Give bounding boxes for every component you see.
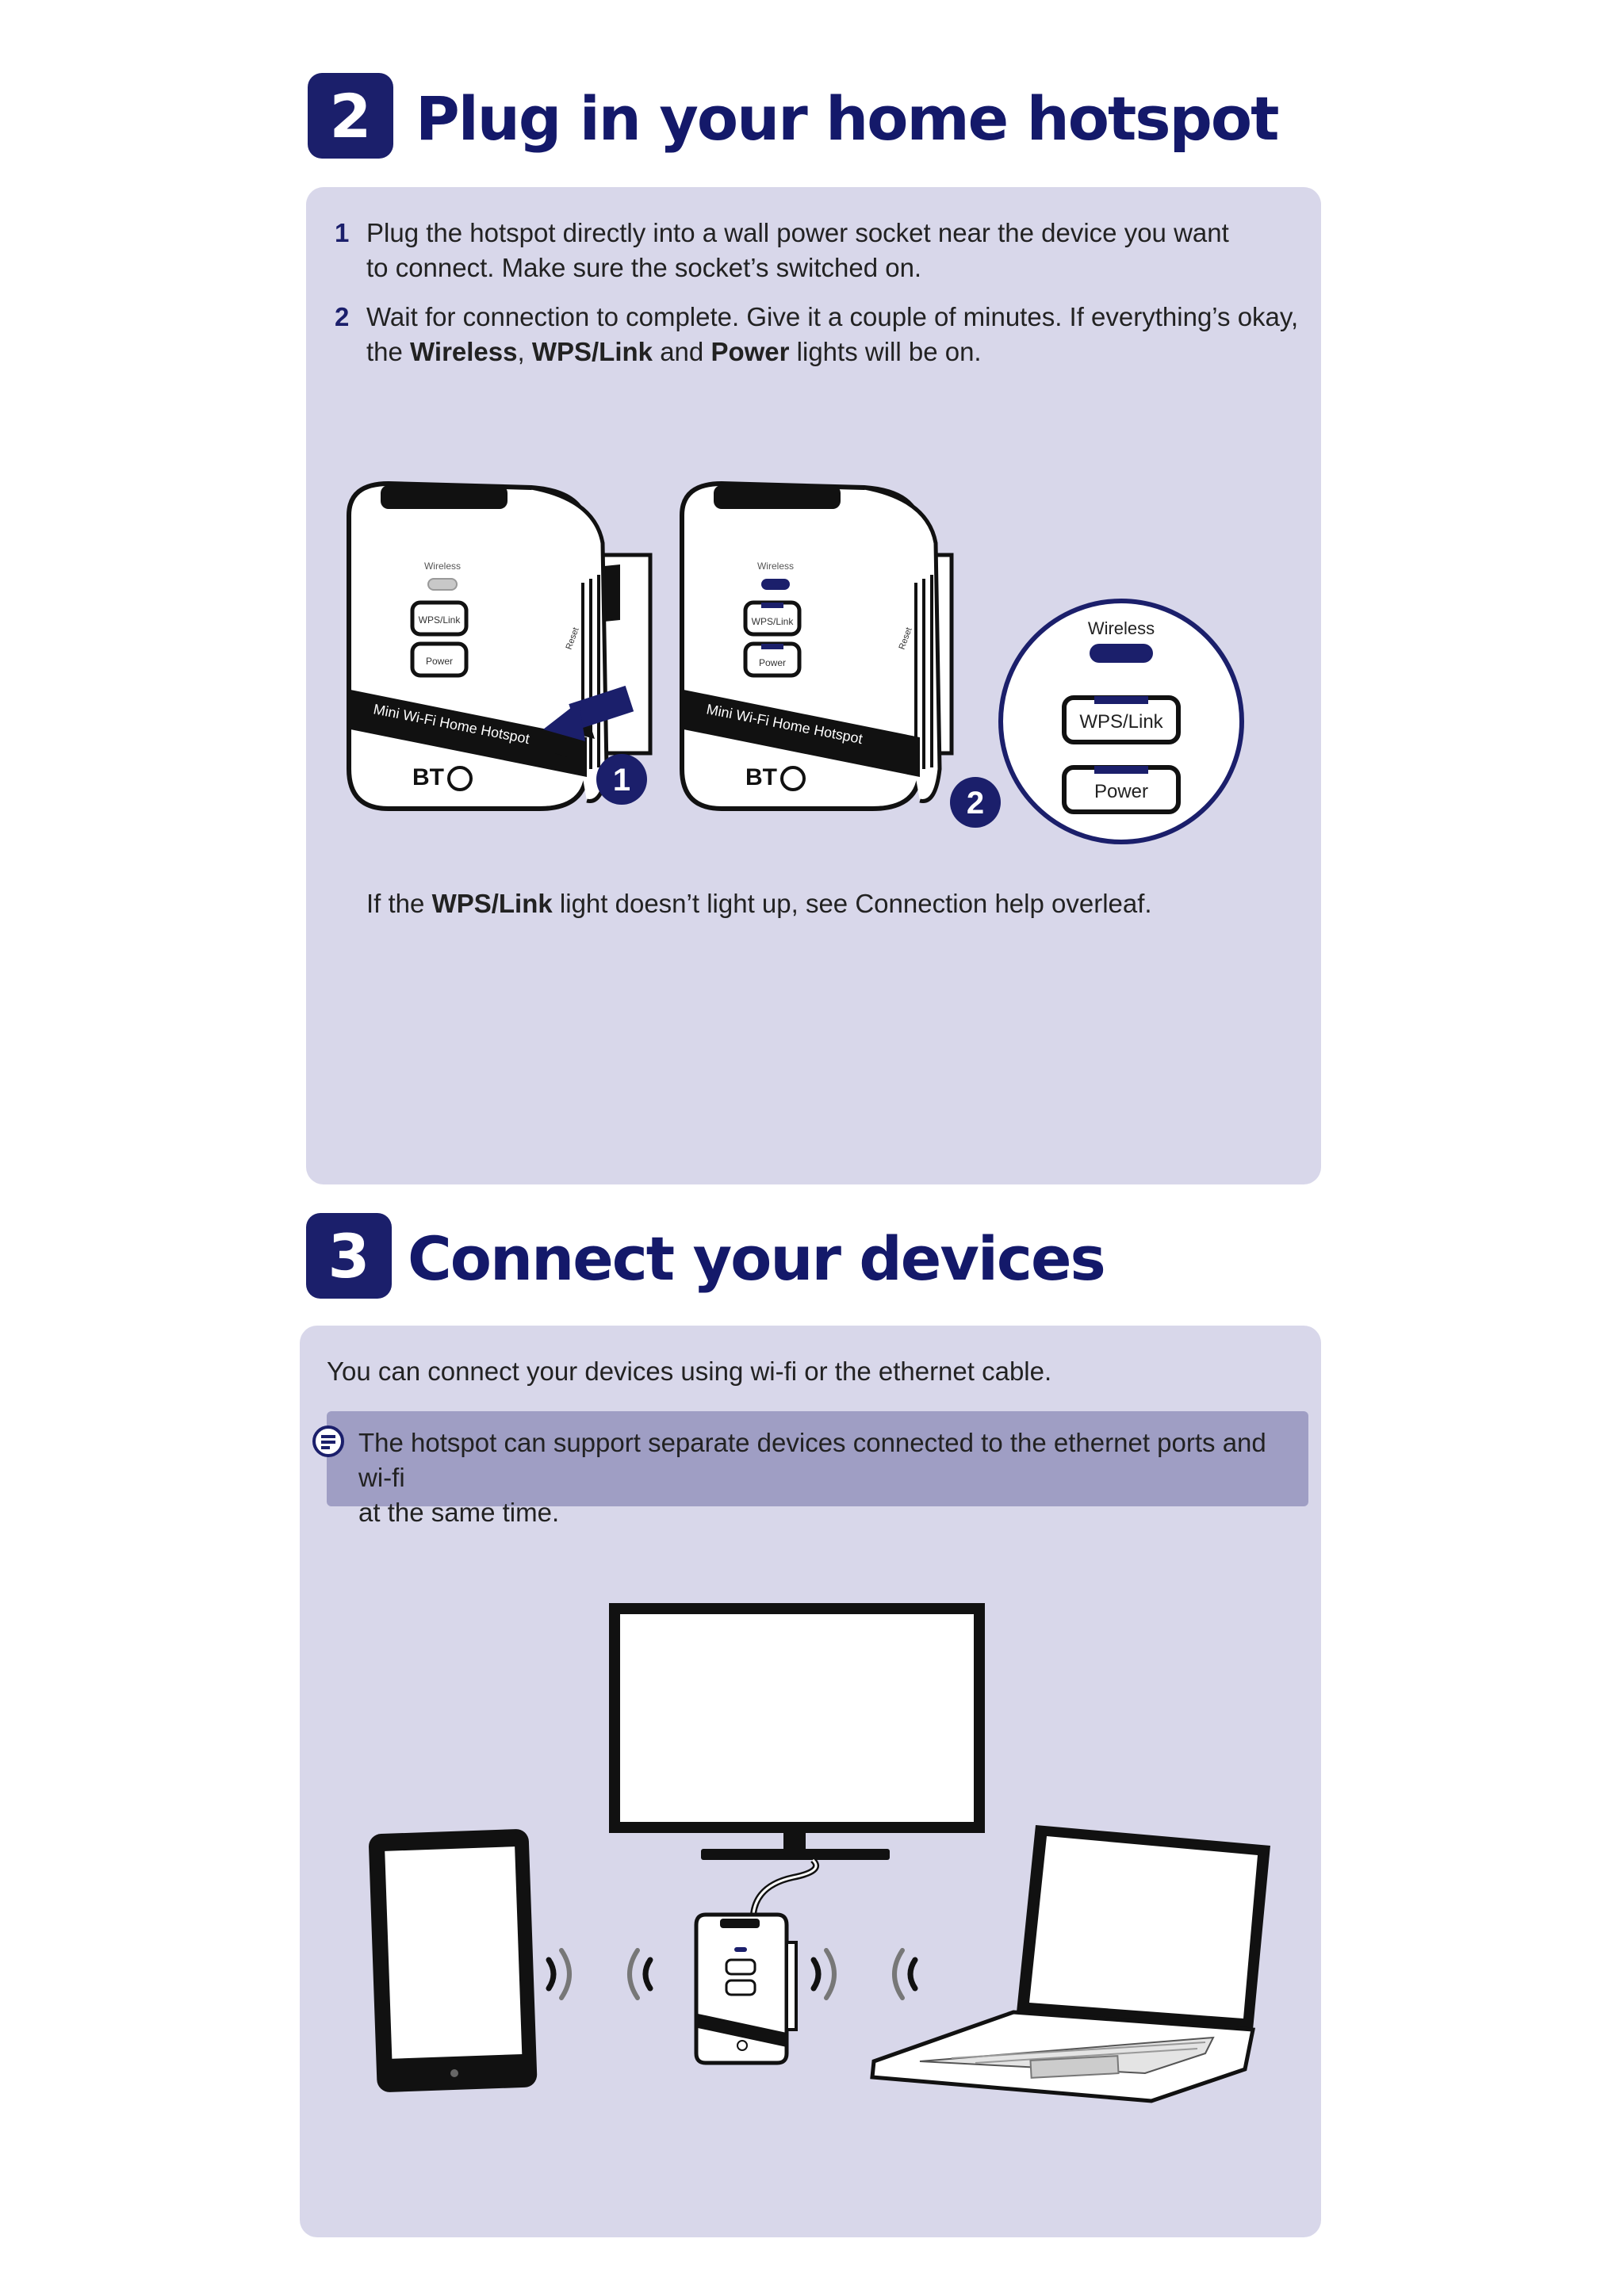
footnote-pre: If the	[366, 889, 432, 918]
step-2-line-2-pre: the	[366, 337, 411, 366]
wifi-wave-icon	[810, 1948, 918, 2000]
step-2-text: Wait for connection to complete. Give it…	[366, 300, 1310, 369]
device2-wps-label: WPS/Link	[752, 616, 795, 627]
section-2-title: Plug in your home hotspot	[416, 83, 1279, 154]
wireless-light-off	[427, 578, 458, 591]
step-2-line-2-post: lights will be on.	[789, 337, 982, 366]
zoom-wireless-light	[1090, 644, 1153, 663]
callout-2: 2	[967, 786, 984, 821]
note-text: The hotspot can support separate devices…	[358, 1425, 1294, 1530]
device1-wps-button	[410, 600, 469, 637]
note-line-1: The hotspot can support separate devices…	[358, 1428, 1266, 1492]
device1-wireless-label: Wireless	[424, 561, 461, 572]
hotspot-device-3	[694, 1912, 798, 2065]
device1-bt-logo: BT	[412, 764, 444, 790]
device1-power-button	[410, 641, 469, 678]
tv-illustration	[609, 1603, 985, 1860]
section-3-intro: You can connect your devices using wi-fi…	[327, 1357, 1052, 1386]
step-2-number-list: 2	[335, 302, 350, 331]
device2-wireless-label: Wireless	[757, 561, 794, 572]
wireless-light-on	[761, 579, 790, 590]
step-2-number: 2	[329, 80, 372, 151]
bold-wireless: Wireless	[410, 337, 518, 366]
step-2-sep-1: ,	[517, 337, 532, 366]
device2-power-label: Power	[759, 657, 786, 668]
step-1-line-2: to connect. Make sure the socket’s switc…	[366, 253, 922, 282]
insert-arrow	[543, 685, 634, 757]
note-band	[327, 1411, 1308, 1506]
wps-footnote: If the WPS/Link light doesn’t light up, …	[366, 886, 1152, 921]
callout-1-circle	[596, 754, 647, 805]
callout-2-circle	[950, 777, 1001, 828]
callout-1: 1	[613, 763, 630, 798]
step-2-line-1: Wait for connection to complete. Give it…	[366, 302, 1299, 331]
bold-wps-link: WPS/Link	[531, 337, 653, 366]
note-icon	[312, 1425, 344, 1457]
device2-bt-logo: BT	[745, 764, 777, 790]
device1-wps-label: WPS/Link	[419, 614, 462, 626]
step-1-number: 1	[335, 218, 350, 247]
footnote-post: light doesn’t light up, see Connection h…	[552, 889, 1152, 918]
zoom-wps-label: WPS/Link	[1079, 711, 1163, 733]
footnote-bold: WPS/Link	[431, 889, 553, 918]
laptop-illustration	[870, 1825, 1270, 2103]
step-1-line-1: Plug the hotspot directly into a wall po…	[366, 218, 1229, 247]
tablet-illustration	[369, 1829, 538, 2092]
bold-power: Power	[710, 337, 790, 366]
hotspot-device-1: Wireless WPS/Link Power Reset Mini Wi-Fi…	[347, 480, 609, 811]
device1-power-label: Power	[426, 656, 453, 667]
lights-zoom-callout: Wireless WPS/Link Power	[998, 599, 1244, 844]
step-3-badge: 3	[306, 1213, 392, 1299]
hotspot-device-2: Wireless WPS/Link Power Reset Mini Wi-Fi…	[680, 480, 942, 811]
connect-devices-illustration	[369, 1603, 1270, 2103]
zoom-power-label: Power	[1094, 781, 1148, 802]
wifi-wave-icon	[546, 1948, 653, 2000]
step-2-badge: 2	[308, 73, 393, 159]
zoom-wireless-label: Wireless	[1088, 618, 1155, 638]
step-2-sep-2: and	[653, 337, 711, 366]
section-3-title: Connect your devices	[408, 1223, 1106, 1294]
step-3-number: 3	[327, 1220, 370, 1292]
hotspot-plugin-illustration: Wireless WPS/Link Power Reset Mini Wi-Fi…	[347, 480, 1244, 844]
note-line-2: at the same time.	[358, 1498, 560, 1527]
step-1-text: Plug the hotspot directly into a wall po…	[366, 216, 1302, 285]
step-2-line-2: the Wireless, WPS/Link and Power lights …	[366, 335, 1310, 369]
